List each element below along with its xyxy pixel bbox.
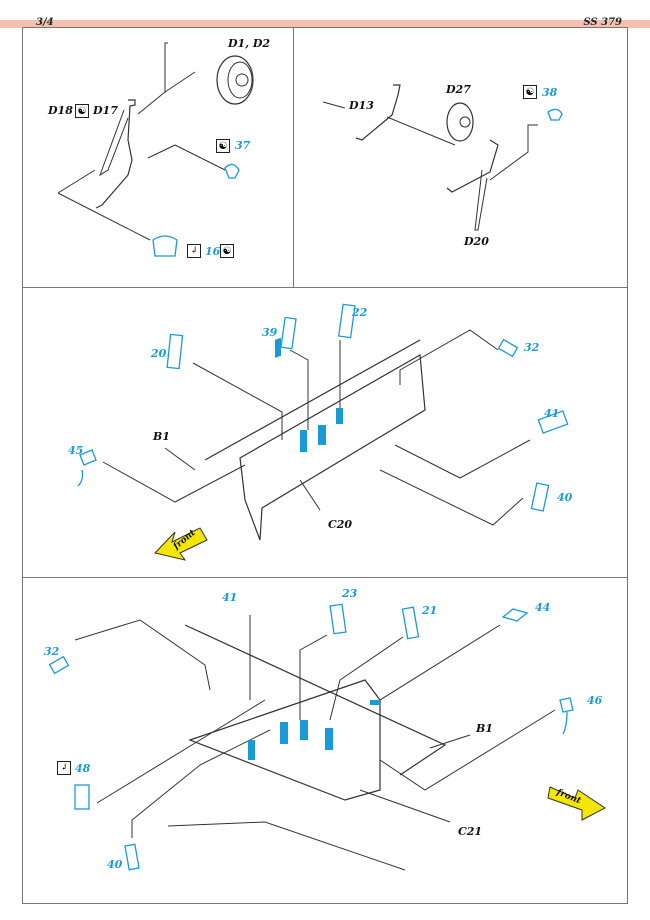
leader-line bbox=[359, 789, 451, 823]
strut-d18 bbox=[95, 99, 136, 209]
leader-line bbox=[289, 349, 309, 430]
part-38 bbox=[547, 108, 563, 121]
part-45 bbox=[77, 449, 97, 487]
part-number-23: 23 bbox=[342, 587, 358, 600]
yin-yang-icon: ☯ bbox=[216, 139, 230, 153]
leader-line bbox=[299, 479, 321, 511]
part-number-21: 21 bbox=[422, 604, 438, 617]
seat-rack-c21 bbox=[188, 679, 381, 801]
leader-line bbox=[164, 42, 196, 93]
page-number: 3/4 bbox=[36, 17, 54, 28]
label-d1-d2: D1, D2 bbox=[228, 37, 271, 50]
leader-line bbox=[429, 734, 471, 749]
part-number-37: 37 bbox=[235, 139, 251, 152]
part-number-44: 44 bbox=[535, 601, 551, 614]
part-40-rear bbox=[124, 843, 140, 871]
label-b1-rear: B1 bbox=[476, 722, 493, 735]
seat-rack-c20 bbox=[239, 354, 426, 541]
part-41 bbox=[537, 410, 569, 434]
leader-line bbox=[322, 101, 346, 109]
part-number-32: 32 bbox=[524, 341, 540, 354]
part-39 bbox=[280, 316, 297, 350]
leader-line bbox=[329, 636, 404, 721]
part-number-41-rear: 41 bbox=[222, 591, 238, 604]
leader-line bbox=[147, 144, 176, 159]
part-32-rear bbox=[48, 655, 70, 675]
floor-b1 bbox=[204, 339, 421, 461]
part-number-20: 20 bbox=[151, 347, 167, 360]
yin-yang-icon: ☯ bbox=[75, 104, 89, 118]
label-d20: D20 bbox=[464, 235, 489, 248]
wheel-d27 bbox=[446, 102, 474, 142]
part-20 bbox=[166, 333, 184, 370]
part-number-32-rear: 32 bbox=[44, 645, 60, 658]
part-number-38: 38 bbox=[542, 86, 558, 99]
part-40 bbox=[530, 482, 550, 512]
label-d27: D27 bbox=[446, 83, 471, 96]
part-37 bbox=[224, 163, 240, 179]
leader-line bbox=[96, 699, 266, 804]
leader-line bbox=[167, 821, 406, 871]
part-number-45: 45 bbox=[68, 444, 84, 457]
leader-line bbox=[386, 116, 456, 146]
part-number-22: 22 bbox=[352, 306, 368, 319]
leader-line bbox=[131, 729, 271, 838]
front-arrow-2 bbox=[547, 786, 606, 821]
bend-icon: ↲ bbox=[57, 761, 71, 775]
product-code: SS 379 bbox=[583, 17, 622, 28]
part-number-48: 48 bbox=[75, 762, 91, 775]
part-number-40-rear: 40 bbox=[107, 858, 123, 871]
leader-line bbox=[74, 619, 211, 691]
panel-seats-rear bbox=[22, 577, 628, 904]
part-48 bbox=[74, 784, 90, 810]
front-arrow-1 bbox=[154, 527, 208, 561]
header-band bbox=[0, 20, 650, 28]
part-44 bbox=[501, 608, 529, 622]
part-21 bbox=[401, 606, 420, 640]
floor-b1-rear bbox=[184, 624, 447, 776]
part-number-46: 46 bbox=[587, 694, 603, 707]
part-16 bbox=[152, 235, 178, 257]
label-d18: D18 bbox=[48, 104, 73, 117]
label-b1: B1 bbox=[153, 430, 170, 443]
leader-line bbox=[164, 447, 196, 471]
wheel-d1 bbox=[216, 55, 254, 105]
strut-brace bbox=[99, 109, 129, 177]
leader-line bbox=[394, 439, 531, 479]
part-46 bbox=[559, 697, 574, 735]
leader-line bbox=[57, 192, 151, 241]
leader-line bbox=[192, 362, 283, 440]
part-23 bbox=[329, 603, 347, 635]
part-32 bbox=[497, 338, 519, 358]
label-d17: D17 bbox=[93, 104, 118, 117]
strut-leg bbox=[474, 169, 488, 231]
leader-line bbox=[379, 469, 524, 526]
part-number-16: 16 bbox=[205, 245, 221, 258]
wheel-hub bbox=[227, 61, 253, 99]
part-number-40: 40 bbox=[557, 491, 573, 504]
leader-line bbox=[137, 91, 166, 115]
leader-line bbox=[174, 144, 226, 171]
yin-yang-icon: ☯ bbox=[220, 244, 234, 258]
leader-line bbox=[399, 329, 499, 385]
label-c20: C20 bbox=[328, 518, 353, 531]
leader-line bbox=[379, 709, 556, 791]
strut-d13 bbox=[355, 84, 401, 141]
leader-line bbox=[57, 169, 96, 194]
part-number-39: 39 bbox=[262, 326, 278, 339]
part-number-41: 41 bbox=[544, 407, 560, 420]
strut-d20 bbox=[446, 139, 499, 193]
leader-line bbox=[379, 624, 501, 701]
leader-line bbox=[102, 461, 246, 503]
leader-line bbox=[489, 124, 538, 181]
label-d13: D13 bbox=[349, 99, 374, 112]
label-c21: C21 bbox=[458, 825, 483, 838]
part-22 bbox=[337, 303, 356, 339]
yin-yang-icon: ☯ bbox=[523, 85, 537, 99]
leader-line bbox=[299, 634, 328, 720]
bend-icon: ↲ bbox=[187, 244, 201, 258]
